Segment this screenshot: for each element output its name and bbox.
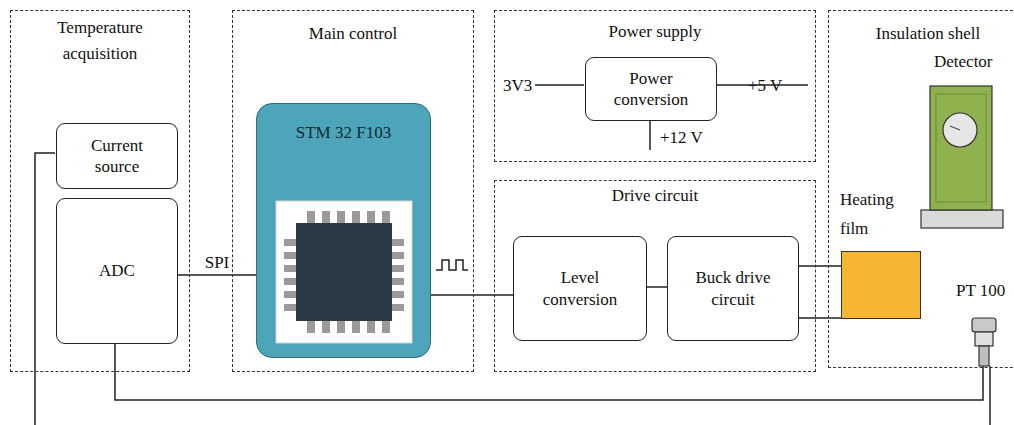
wire — [649, 120, 651, 150]
pwm-symbol — [436, 260, 468, 270]
film-label: Heating film — [840, 186, 906, 244]
process-box: ADC — [56, 198, 178, 344]
wire — [989, 366, 991, 425]
connector — [431, 294, 513, 296]
region-title: Main control — [233, 23, 473, 44]
box-label: ADC — [99, 260, 135, 281]
heating-film: Heating film — [841, 251, 921, 319]
mcu-box: STM 32 F103 — [256, 103, 431, 358]
mcu-label: STM 32 F103 — [257, 122, 430, 143]
region-title: Power supply — [495, 21, 815, 42]
pt100-sensor — [975, 332, 993, 346]
process-box: Power conversion — [585, 57, 717, 121]
box-label: Power conversion — [601, 68, 701, 111]
box-label: Buck drive circuit — [687, 267, 779, 310]
wire — [35, 153, 55, 425]
region-title: Drive circuit — [495, 185, 815, 206]
detector-body — [930, 86, 992, 210]
group-region: Main controlSTM 32 F103 — [232, 10, 474, 372]
part-label: PT 100 — [956, 281, 1005, 301]
region-title: Temperature acquisition — [26, 15, 174, 68]
group-region: Drive circuitLevel conversion Buck drive … — [494, 180, 816, 372]
process-box: Current source — [56, 123, 178, 189]
voltage-label: +5 V — [748, 76, 782, 96]
connector — [647, 286, 667, 288]
detector-body — [936, 94, 986, 202]
group-region: Temperature acquisitionCurrent sourceADC — [10, 10, 190, 372]
detector-base — [921, 210, 1003, 228]
box-label: Level conversion — [532, 267, 628, 310]
region-title: Insulation shell — [829, 23, 1014, 44]
connector — [799, 265, 841, 267]
detector-window — [950, 126, 960, 130]
detector-window — [943, 113, 977, 147]
wire — [535, 84, 584, 86]
pt100-sensor — [972, 318, 996, 332]
pt100-sensor — [979, 346, 989, 366]
voltage-label: 3V3 — [503, 76, 532, 96]
process-box: Buck drive circuit — [667, 236, 799, 341]
process-box: Level conversion — [513, 236, 647, 341]
voltage-label: +12 V — [660, 128, 703, 148]
part-label: Detector — [934, 52, 993, 72]
box-label: Current source — [75, 135, 159, 178]
connector — [799, 317, 841, 319]
signal-label: SPI — [204, 253, 231, 273]
